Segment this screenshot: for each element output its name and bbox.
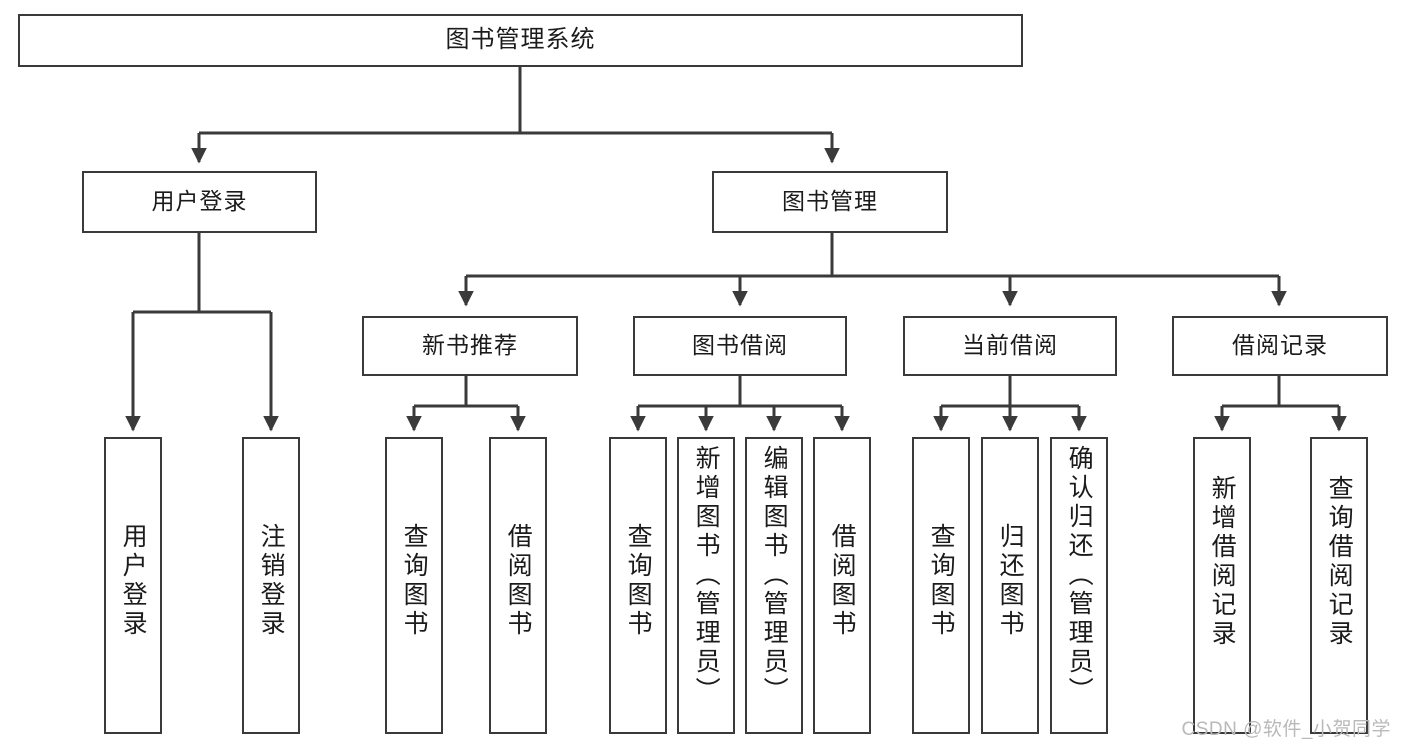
leaf-label: 查询图书 — [400, 523, 429, 639]
node-new-book-recommend[interactable]: 新书推荐 — [362, 316, 578, 376]
leaf-borrow-add-book-admin[interactable]: 新增图书（管理员） — [677, 437, 735, 734]
node-book-borrow[interactable]: 图书借阅 — [633, 316, 847, 376]
leaf-current-confirm-return-admin[interactable]: 确认归还（管理员） — [1050, 437, 1108, 734]
node-root-label: 图书管理系统 — [445, 26, 596, 54]
leaf-label: 注销登录 — [257, 523, 286, 639]
node-current-borrow-label: 当前借阅 — [962, 332, 1058, 359]
leaf-user-login-signin[interactable]: 用户登录 — [104, 437, 162, 734]
leaf-label: 查询借阅记录 — [1325, 475, 1354, 649]
leaf-label: 借阅图书 — [828, 523, 857, 639]
node-book-borrow-label: 图书借阅 — [692, 332, 788, 359]
node-book-management[interactable]: 图书管理 — [712, 171, 948, 233]
node-user-login[interactable]: 用户登录 — [82, 171, 317, 233]
node-new-book-recommend-label: 新书推荐 — [422, 332, 518, 359]
node-borrow-record-label: 借阅记录 — [1232, 332, 1328, 359]
leaf-borrow-edit-book-admin[interactable]: 编辑图书（管理员） — [745, 437, 803, 734]
leaf-record-add-record[interactable]: 新增借阅记录 — [1193, 437, 1251, 734]
leaf-label: 编辑图书（管理员） — [760, 445, 789, 706]
node-borrow-record[interactable]: 借阅记录 — [1172, 316, 1388, 376]
node-root-system[interactable]: 图书管理系统 — [18, 14, 1023, 67]
leaf-current-return-book[interactable]: 归还图书 — [981, 437, 1039, 734]
leaf-record-query-record[interactable]: 查询借阅记录 — [1310, 437, 1368, 734]
leaf-label: 查询图书 — [624, 523, 653, 639]
node-current-borrow[interactable]: 当前借阅 — [903, 316, 1117, 376]
leaf-label: 用户登录 — [119, 523, 148, 639]
leaf-new-book-borrow[interactable]: 借阅图书 — [489, 437, 547, 734]
leaf-label: 查询图书 — [927, 523, 956, 639]
node-book-management-label: 图书管理 — [782, 188, 878, 215]
leaf-borrow-query-book[interactable]: 查询图书 — [609, 437, 667, 734]
leaf-user-login-signout[interactable]: 注销登录 — [242, 437, 300, 734]
node-user-login-label: 用户登录 — [151, 188, 248, 215]
leaf-label: 归还图书 — [996, 523, 1025, 639]
leaf-label: 新增图书（管理员） — [692, 445, 721, 706]
leaf-new-book-query[interactable]: 查询图书 — [385, 437, 443, 734]
leaf-label: 借阅图书 — [504, 523, 533, 639]
csdn-watermark: CSDN @软件_小贺同学 — [1181, 719, 1391, 740]
leaf-label: 确认归还（管理员） — [1065, 445, 1094, 706]
leaf-borrow-borrow-book[interactable]: 借阅图书 — [813, 437, 871, 734]
leaf-current-query-book[interactable]: 查询图书 — [912, 437, 970, 734]
leaf-label: 新增借阅记录 — [1208, 475, 1237, 649]
